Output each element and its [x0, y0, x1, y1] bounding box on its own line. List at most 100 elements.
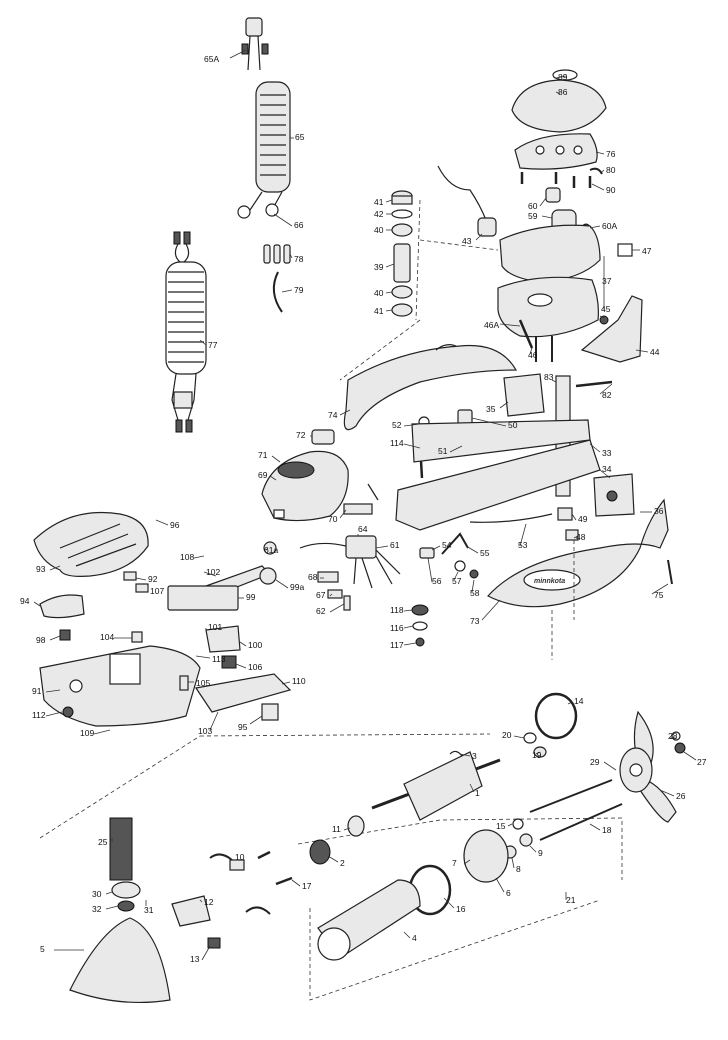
callout-117: 117	[390, 640, 404, 650]
callout-leader-98	[49, 635, 61, 641]
gear-99a	[259, 567, 277, 585]
callout-leader-103	[209, 711, 219, 731]
callout-36: 36	[654, 506, 664, 516]
nut-32	[117, 900, 135, 912]
electronics-cluster	[263, 483, 401, 611]
connector-67	[327, 589, 343, 599]
coil-cord-77	[165, 231, 207, 433]
callout-leader-14	[567, 701, 573, 705]
clips-78-79	[263, 244, 291, 313]
callout-52: 52	[392, 420, 402, 430]
spring-13	[207, 937, 221, 949]
callout-19: 19	[532, 750, 542, 760]
callout-leader-61	[375, 545, 389, 549]
callout-leader-35	[499, 401, 509, 409]
callout-18: 18	[602, 825, 612, 835]
callout-37: 37	[602, 276, 612, 286]
callout-46: 46	[528, 350, 538, 360]
callout-118: 118	[390, 605, 404, 615]
bracket-35	[503, 373, 545, 417]
bracket-44	[580, 295, 643, 363]
callout-leader-67	[329, 593, 333, 597]
callout-49: 49	[578, 514, 588, 524]
callout-11: 11	[332, 824, 341, 834]
callout-40: 40	[374, 288, 384, 298]
callout-leader-94	[33, 601, 41, 607]
callout-61a: 61a	[264, 545, 278, 555]
callout-leader-93	[49, 565, 61, 571]
callout-82: 82	[602, 390, 612, 400]
callout-6: 6	[506, 888, 511, 898]
lower-left-assembly	[69, 817, 293, 1004]
callout-75: 75	[654, 590, 664, 600]
spring-98	[59, 629, 71, 641]
callout-57: 57	[452, 576, 462, 586]
callout-leader-48	[573, 535, 579, 539]
callout-99: 99	[246, 592, 256, 602]
callout-leader-39	[385, 263, 395, 268]
callout-12: 12	[204, 897, 214, 907]
bracket-12	[171, 895, 211, 927]
callout-80: 80	[606, 165, 616, 175]
cable-plug-65a	[245, 17, 263, 37]
callout-14: 14	[574, 696, 584, 706]
base-plate-91	[39, 645, 201, 727]
callout-8: 8	[516, 864, 521, 874]
callout-51: 51	[438, 446, 448, 456]
callout-leader-52	[403, 423, 421, 427]
callout-65A: 65A	[204, 54, 219, 64]
callout-74: 74	[328, 410, 338, 420]
callout-4: 4	[412, 933, 417, 943]
callout-leader-6	[495, 877, 505, 893]
callout-89: 89	[558, 72, 568, 82]
callout-leader-75	[651, 583, 669, 595]
callout-leader-58	[471, 579, 475, 593]
callout-16: 16	[456, 904, 466, 914]
callout-42: 42	[374, 209, 384, 219]
callout-29: 29	[590, 757, 600, 767]
callout-leader-54	[431, 545, 441, 551]
pin-46	[518, 319, 534, 349]
callout-leader-17	[291, 879, 301, 887]
callout-116: 116	[390, 623, 404, 633]
callout-leader-3	[459, 753, 471, 757]
callout-leader-82	[599, 383, 613, 395]
washer-15	[512, 818, 524, 830]
callout-71: 71	[258, 450, 268, 460]
part-104	[131, 631, 143, 643]
washer-9	[519, 833, 533, 847]
callout-101: 101	[208, 622, 222, 632]
housing-37	[497, 224, 601, 362]
callout-94: 94	[20, 596, 30, 606]
callout-leader-26	[659, 789, 675, 797]
callout-70: 70	[328, 514, 338, 524]
callout-90: 90	[606, 185, 616, 195]
callout-leader-86	[555, 91, 561, 95]
pedal-cover-93	[33, 511, 149, 577]
block-50	[457, 409, 473, 425]
callout-leader-118	[403, 609, 413, 612]
callout-96: 96	[170, 520, 180, 530]
callout-47: 47	[642, 246, 652, 256]
callout-leader-1	[469, 783, 475, 793]
callout-leader-79	[281, 289, 293, 293]
end-cap-7	[463, 829, 509, 883]
skeg-5	[69, 917, 171, 1004]
callout-92: 92	[148, 574, 158, 584]
callout-25: 25	[98, 837, 108, 847]
callout-31: 31	[144, 905, 154, 915]
part-105	[179, 675, 189, 691]
callout-leader-60	[539, 197, 547, 207]
callout-98: 98	[36, 635, 46, 645]
callout-leader-70	[339, 509, 347, 519]
callout-62: 62	[316, 606, 326, 616]
callout-76: 76	[606, 149, 616, 159]
callout-26: 26	[676, 791, 686, 801]
callout-65: 65	[295, 132, 305, 142]
washer-116	[412, 621, 428, 631]
callout-leader-78	[289, 253, 293, 259]
callout-9: 9	[538, 848, 543, 858]
callout-48: 48	[576, 532, 586, 542]
callout-leader-89	[555, 75, 567, 79]
callout-leader-80	[601, 169, 605, 173]
